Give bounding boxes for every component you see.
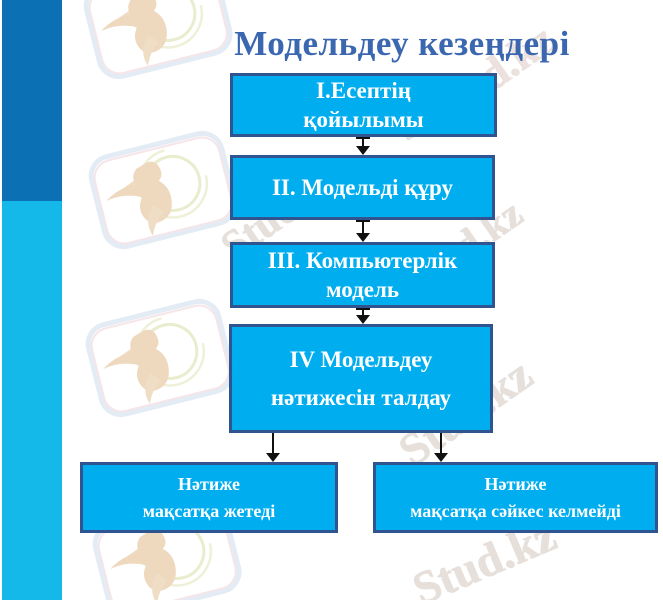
outcome-label-line: мақсатқа жетеді [142, 500, 276, 521]
studkz-hummingbird-logo-watermark [73, 284, 246, 432]
step-box-2: II. Модельді құру [230, 155, 495, 220]
arrow-step2-to-step3 [355, 220, 371, 242]
arrow-crossbar [356, 220, 370, 222]
studkz-hummingbird-logo-watermark [76, 116, 249, 264]
step-box-3: III. Компьютерлік модель [230, 242, 495, 308]
hummingbird-icon [85, 298, 235, 418]
arrow-step3-to-step4 [355, 308, 371, 324]
sidebar-accent-dark [2, 0, 62, 201]
hummingbird-icon [88, 130, 238, 250]
step-label-line: I.Есептің [316, 77, 411, 103]
hummingbird-icon [83, 0, 233, 80]
arrow-step4-to-outcome-right [433, 433, 449, 462]
arrow-shaft [362, 222, 364, 233]
arrow-head-icon [356, 233, 370, 242]
arrow-crossbar [356, 308, 370, 310]
arrow-shaft [362, 310, 364, 315]
step-box-4: IV Модельдеу нәтижесін талдау [229, 324, 493, 433]
step-label-line: IV Модельдеу [289, 347, 433, 373]
arrow-shaft [440, 433, 442, 453]
studkz-hummingbird-logo-watermark [71, 0, 244, 93]
outcome-box-goal-not-reached: Нәтиже мақсатқа сәйкес келмейді [373, 462, 658, 533]
arrow-crossbar [356, 137, 370, 139]
arrow-step1-to-step2 [355, 137, 371, 155]
page-title: Модельдеу кезеңдері [234, 24, 570, 63]
arrow-head-icon [356, 146, 370, 155]
step-box-1: I.Есептің қойылымы [230, 73, 497, 137]
outcome-box-goal-reached: Нәтиже мақсатқа жетеді [80, 462, 338, 533]
arrow-step4-to-outcome-left [265, 433, 281, 462]
step-label-line: II. Модельді құру [271, 174, 454, 200]
outcome-label-line: Нәтиже [484, 474, 547, 495]
arrow-head-icon [356, 315, 370, 324]
outcome-label-line: Нәтиже [177, 474, 240, 495]
arrow-shaft [272, 433, 274, 453]
sidebar-accent-light [2, 201, 62, 600]
arrow-head-icon [434, 453, 448, 462]
step-label-line: III. Компьютерлік [267, 247, 458, 273]
arrow-shaft [362, 139, 364, 146]
arrow-head-icon [266, 453, 280, 462]
step-label-line: қойылымы [303, 107, 424, 132]
outcome-label-line: мақсатқа сәйкес келмейді [410, 500, 621, 521]
step-label-line: модель [325, 277, 400, 302]
step-label-line: нәтижесін талдау [270, 384, 452, 410]
